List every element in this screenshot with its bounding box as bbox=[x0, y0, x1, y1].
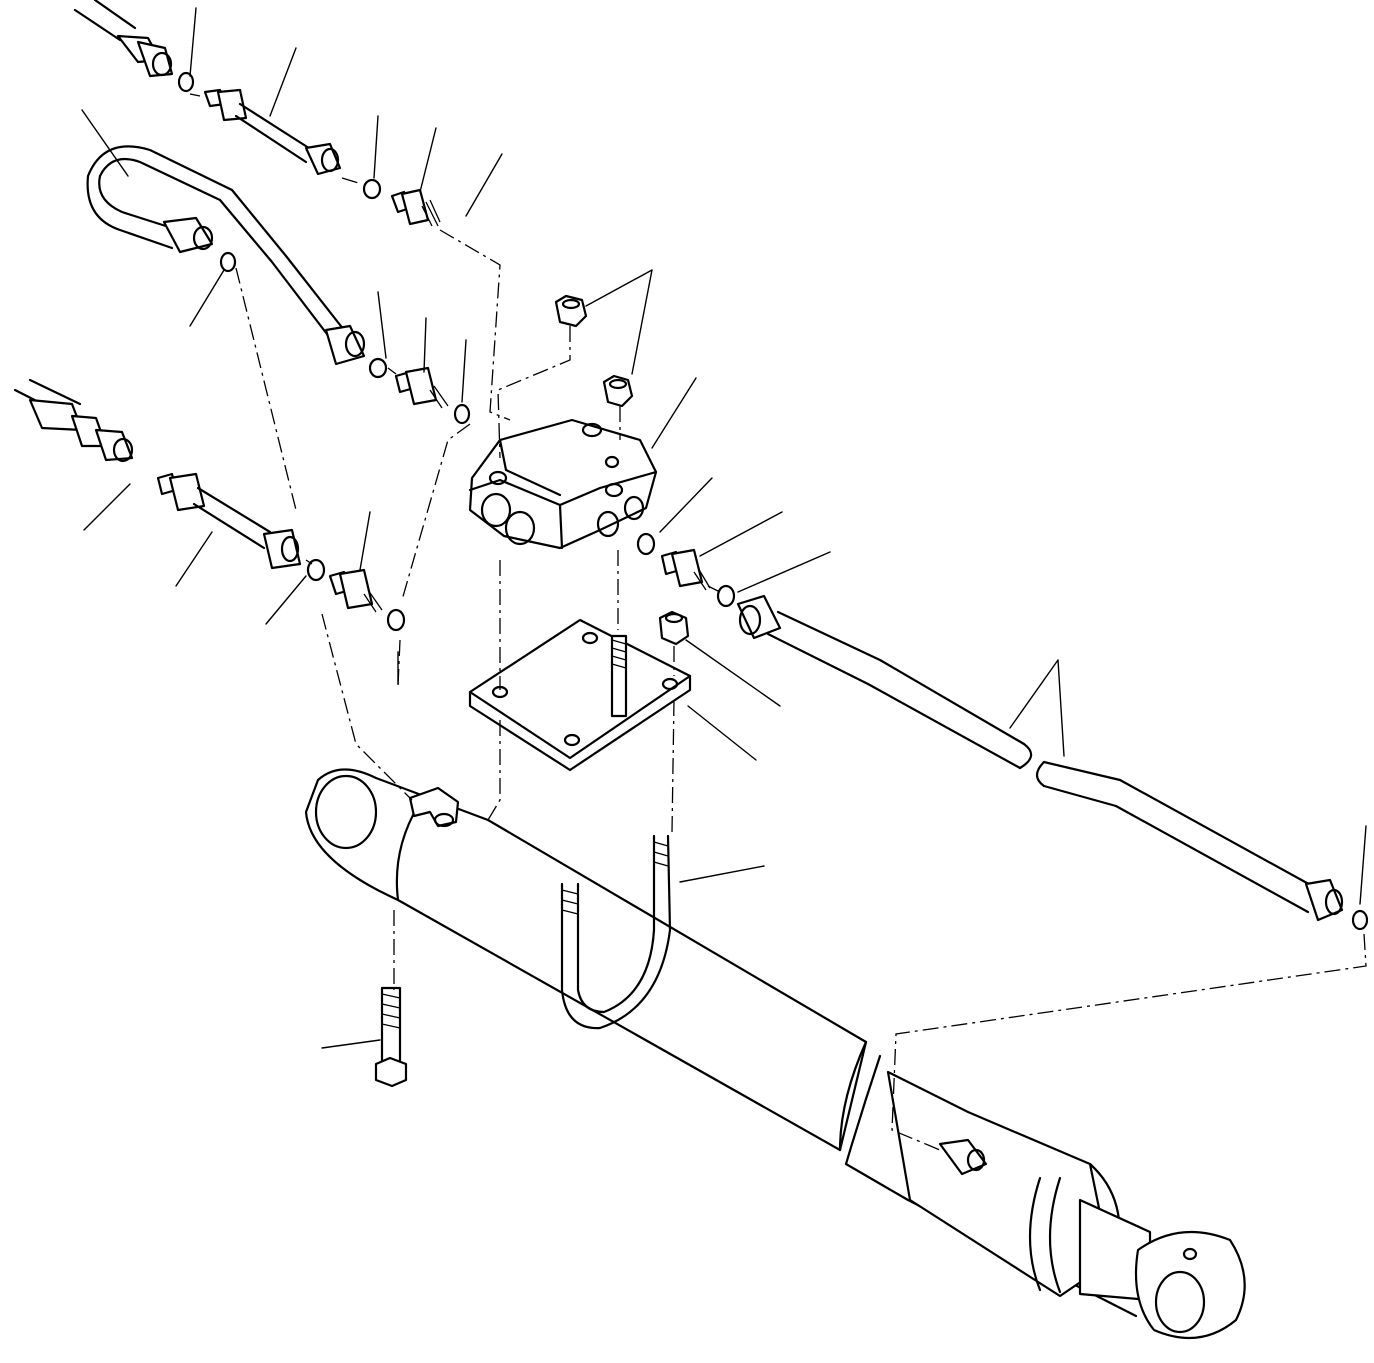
o-ring-3 bbox=[219, 251, 237, 273]
o-ring-2 bbox=[362, 178, 382, 200]
bent-return-tube bbox=[86, 145, 366, 366]
o-ring-8 bbox=[636, 532, 656, 556]
o-ring-5 bbox=[453, 403, 471, 425]
adapter-fitting-1 bbox=[390, 188, 441, 227]
long-right-tube bbox=[736, 594, 1344, 922]
callout-leaders bbox=[81, 7, 1367, 1049]
elbow-fitting bbox=[408, 786, 460, 828]
assembly-lines bbox=[189, 93, 1367, 1151]
adapter-fitting-4 bbox=[660, 548, 711, 591]
nut-2 bbox=[602, 374, 634, 408]
nut-3 bbox=[658, 610, 690, 646]
o-ring-4 bbox=[368, 357, 388, 379]
o-ring-7 bbox=[386, 608, 406, 632]
adapter-fitting-3 bbox=[328, 568, 383, 613]
relief-valve-block bbox=[468, 418, 658, 550]
o-ring-6 bbox=[306, 558, 326, 582]
o-ring-1 bbox=[177, 71, 195, 93]
upper-straight-tube bbox=[203, 88, 342, 176]
hydraulic-cylinder bbox=[304, 768, 1246, 1340]
hex-bolt bbox=[374, 986, 408, 1088]
stud bbox=[610, 634, 628, 718]
o-ring-9 bbox=[716, 584, 736, 608]
lower-straight-tube bbox=[156, 472, 302, 570]
nut-1 bbox=[554, 294, 588, 328]
u-bolt bbox=[560, 834, 672, 1030]
mounting-plate bbox=[468, 618, 692, 772]
o-ring-10 bbox=[1351, 909, 1369, 931]
adapter-fitting-2 bbox=[394, 366, 449, 409]
upper-hose-end bbox=[73, 0, 174, 78]
plug-fitting bbox=[938, 1138, 988, 1176]
lower-hose-end bbox=[13, 378, 134, 463]
